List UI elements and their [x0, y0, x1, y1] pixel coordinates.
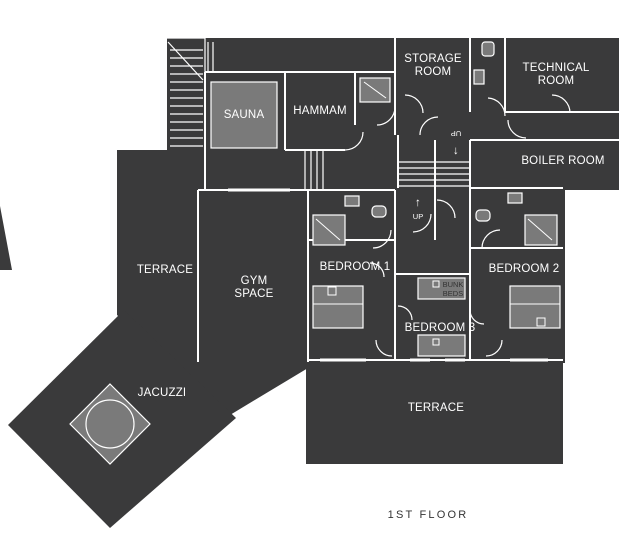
toilet-icon [481, 41, 495, 57]
room-label-bedroom2: BEDROOM 2 [489, 263, 560, 275]
room-label-jacuzzi: JACUZZI [138, 387, 187, 399]
room-label-sauna: SAUNA [224, 109, 265, 121]
room-label-technical: TECHNICAL [523, 62, 590, 74]
room-label-storage: ROOM [415, 66, 452, 78]
shower-icon [524, 214, 558, 246]
sink-icon [344, 195, 360, 207]
interior-walls [197, 38, 619, 362]
stair-up-arrow: ↑ [415, 197, 421, 209]
room-label-hammam: HAMMAM [293, 105, 347, 117]
room-label-terrace-left: TERRACE [137, 264, 193, 276]
bunk-bed-icon [417, 334, 466, 357]
room-label-technical: ROOM [538, 75, 575, 87]
sink-icon [473, 69, 485, 85]
bunk-bed-icon [417, 277, 466, 300]
bed-icon [509, 285, 561, 329]
sauna-room [210, 81, 278, 149]
door-swings [344, 94, 571, 357]
jacuzzi-tub [69, 383, 151, 465]
bed-icon [312, 285, 364, 329]
adjacent-building-fragment [0, 206, 12, 270]
room-label-gym: SPACE [234, 288, 273, 300]
room-label-boiler: BOILER ROOM [521, 155, 604, 167]
room-label-bedroom3: BEDROOM 3 [405, 322, 476, 334]
building-footprint [8, 38, 619, 528]
bunk-label: BUNK [443, 280, 464, 289]
sink-icon [507, 192, 523, 204]
stair-down-label: UP [451, 129, 461, 138]
room-label-gym: GYM [241, 275, 268, 287]
stair-down-arrow: ↓ [453, 145, 459, 157]
toilet-icon [371, 205, 387, 218]
shower-icon [312, 214, 346, 246]
room-label-terrace-bottom: TERRACE [408, 402, 464, 414]
room-label-storage: STORAGE [404, 53, 462, 65]
shower-icon [359, 77, 391, 103]
toilet-icon [475, 209, 491, 222]
room-label-bedroom1: BEDROOM 1 [320, 261, 391, 273]
floor-label: 1ST FLOOR [388, 509, 469, 521]
stairs-center [304, 150, 470, 190]
stair-up-label: UP [413, 212, 423, 221]
windows [228, 188, 548, 362]
bunk-label: BEDS [443, 289, 463, 298]
